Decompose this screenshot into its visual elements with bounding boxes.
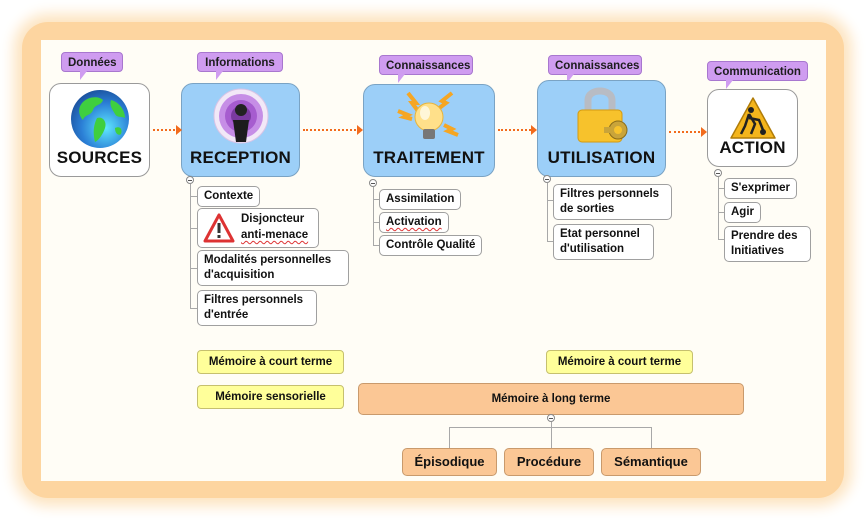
connector-line xyxy=(651,427,652,449)
connector-line xyxy=(547,200,554,201)
podcast-icon xyxy=(213,88,268,144)
collapse-toggle-utilisation[interactable] xyxy=(543,175,551,183)
memory-procedural[interactable]: Procédure xyxy=(504,448,594,476)
subnode-text: d'acquisition xyxy=(204,269,275,281)
lightbulb-icon xyxy=(397,91,459,139)
subnode-modalites[interactable]: Modalités personnelles d'acquisition xyxy=(197,250,349,286)
arrow-utilisation-to-action xyxy=(669,127,707,137)
stage-title: ACTION xyxy=(719,138,786,157)
connector-line xyxy=(718,177,719,239)
connector-line xyxy=(373,187,374,245)
collapse-toggle-action[interactable] xyxy=(714,169,722,177)
stage-utilisation[interactable]: UTILISATION xyxy=(537,80,666,177)
connector-line xyxy=(547,241,554,242)
callout-connaissances-traitement: Connaissances xyxy=(379,55,473,83)
connector-line xyxy=(551,422,552,449)
callout-communication: Communication xyxy=(707,61,808,89)
connector-line xyxy=(449,427,651,428)
arrow-reception-to-traitement xyxy=(303,125,363,135)
subnode-disjoncteur[interactable]: Disjoncteur anti-menace xyxy=(197,208,319,248)
subnode-text: d'utilisation xyxy=(560,243,625,255)
globe-icon xyxy=(70,90,129,148)
memory-sensory[interactable]: Mémoire sensorielle xyxy=(197,385,344,409)
subnode-agir[interactable]: Agir xyxy=(724,202,761,223)
warning-icon xyxy=(203,213,235,243)
callout-connaissances-utilisation: Connaissances xyxy=(548,55,642,83)
subnode-text: Disjoncteur xyxy=(241,213,305,225)
stage-action[interactable]: ACTION xyxy=(707,89,798,167)
collapse-toggle-traitement[interactable] xyxy=(369,179,377,187)
subnode-text: Filtres personnels xyxy=(560,188,660,200)
subnode-activation[interactable]: Activation xyxy=(379,212,449,233)
subnode-controle-qualite[interactable]: Contrôle Qualité xyxy=(379,235,483,256)
connector-line xyxy=(718,188,724,189)
subnode-etat-personnel[interactable]: Etat personnel d'utilisation xyxy=(553,224,654,260)
memory-episodic[interactable]: Épisodique xyxy=(402,448,497,476)
connector-line xyxy=(718,212,724,213)
connector-line xyxy=(190,184,191,308)
connector-line xyxy=(547,183,548,241)
connector-line xyxy=(190,268,197,269)
stage-title: TRAITEMENT xyxy=(373,148,485,167)
subnode-contexte[interactable]: Contexte xyxy=(197,186,261,207)
subnode-assimilation[interactable]: Assimilation xyxy=(379,189,462,210)
subnode-text: Initiatives xyxy=(731,245,785,257)
subnode-filtres-entree[interactable]: Filtres personnels d'entrée xyxy=(197,290,317,326)
stage-traitement[interactable]: TRAITEMENT xyxy=(363,84,495,177)
arrow-sources-to-reception xyxy=(153,125,182,135)
arrow-traitement-to-utilisation xyxy=(498,125,537,135)
memory-short-term-right[interactable]: Mémoire à court terme xyxy=(546,350,693,374)
collapse-toggle-long-term[interactable] xyxy=(547,414,555,422)
subnode-text: Modalités personnelles xyxy=(204,254,332,266)
stage-sources[interactable]: SOURCES xyxy=(49,83,150,177)
subnode-text: Activation xyxy=(386,216,442,228)
subnode-filtres-sorties[interactable]: Filtres personnels de sorties xyxy=(553,184,672,220)
subnode-sexprimer[interactable]: S'exprimer xyxy=(724,178,797,199)
connector-line xyxy=(718,239,724,240)
memory-semantic[interactable]: Sémantique xyxy=(601,448,701,476)
stage-title: UTILISATION xyxy=(547,148,656,167)
construction-worker-icon xyxy=(729,97,776,139)
connector-line xyxy=(373,245,380,246)
memory-long-term[interactable]: Mémoire à long terme xyxy=(358,383,744,415)
subnode-text: Etat personnel xyxy=(560,228,640,240)
subnode-text: de sorties xyxy=(560,203,615,215)
connector-line xyxy=(190,196,197,197)
stage-title: SOURCES xyxy=(56,148,143,167)
subnode-text: Filtres personnels xyxy=(204,294,304,306)
memory-short-term-left[interactable]: Mémoire à court terme xyxy=(197,350,344,374)
stage-reception[interactable]: RECEPTION xyxy=(181,83,300,177)
callout-informations: Informations xyxy=(197,52,283,80)
padlock-key-icon xyxy=(577,87,627,143)
subnode-text: anti-menace xyxy=(241,229,309,241)
callout-donnees: Données xyxy=(61,52,123,80)
connector-line xyxy=(373,222,380,223)
connector-line xyxy=(190,228,197,229)
subnode-text: Prendre des xyxy=(731,230,798,242)
stage-title: RECEPTION xyxy=(190,148,291,167)
connector-line xyxy=(190,308,197,309)
subnode-prendre-initiatives[interactable]: Prendre des Initiatives xyxy=(724,226,811,262)
connector-line xyxy=(449,427,450,449)
subnode-text: d'entrée xyxy=(204,309,249,321)
collapse-toggle-reception[interactable] xyxy=(186,176,194,184)
connector-line xyxy=(373,199,380,200)
